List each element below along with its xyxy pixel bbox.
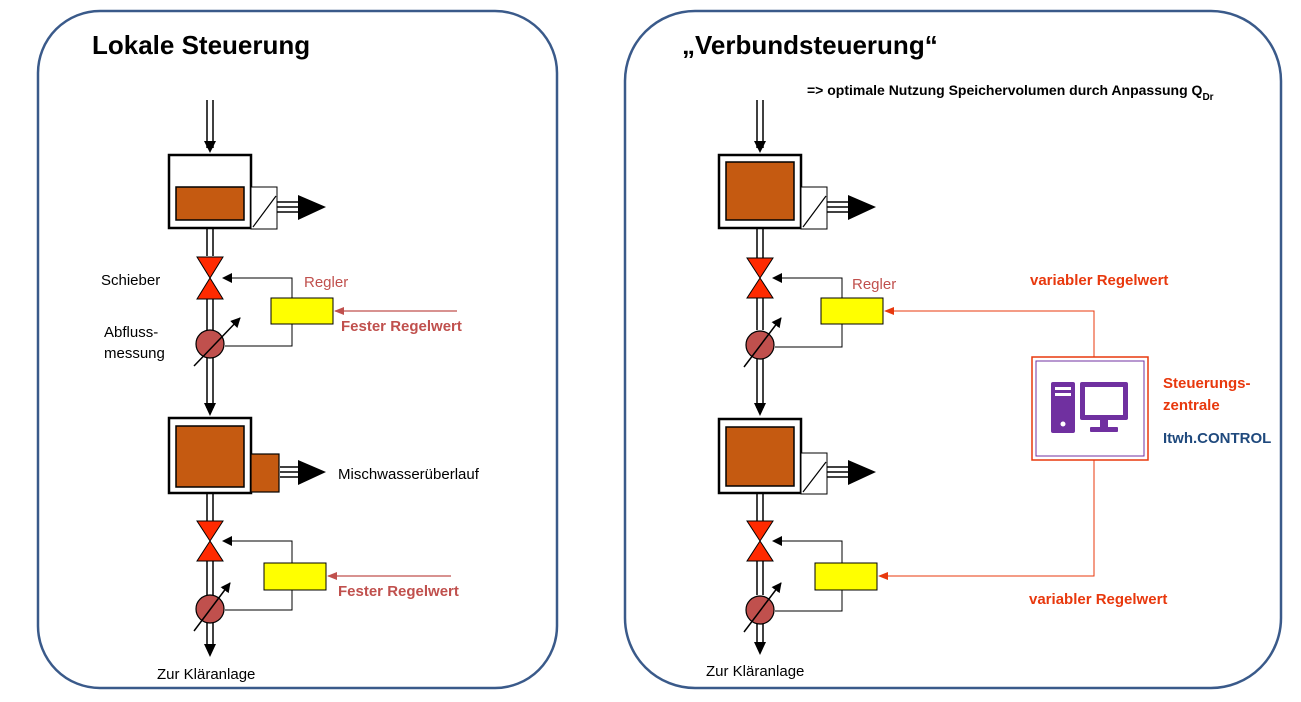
flow-meter-2-right (743, 582, 782, 633)
label-zentrale-line2: zentrale (1163, 397, 1220, 414)
signal-line-top (884, 307, 1095, 357)
label-zentrale-line1: Steuerungs- (1163, 375, 1251, 392)
signal-line-bottom (878, 460, 1095, 580)
gate-valve-1-right (746, 257, 774, 299)
label-schieber: Schieber (101, 272, 160, 289)
label-fester-regelwert-2: Fester Regelwert (338, 583, 459, 600)
subtitle-subscript: Dr (1202, 92, 1213, 103)
computer-icon (1051, 382, 1128, 433)
label-regler-right: Regler (852, 276, 896, 293)
storage-tank-1-right (717, 153, 876, 230)
overflow-arrow-1-right (848, 195, 876, 220)
controller-1-right (820, 297, 884, 325)
right-panel-subtitle: => optimale Nutzung Speichervolumen durc… (807, 82, 1214, 103)
overflow-arrow-2-right (848, 460, 876, 485)
overflow-arrow-1 (298, 195, 326, 220)
gate-valve-2 (196, 520, 224, 562)
outflow-arrow-right (754, 642, 766, 655)
controller-1 (270, 297, 334, 325)
storage-tank-1 (167, 153, 326, 230)
inflow-arrow-head (204, 141, 216, 153)
right-panel-title: „Verbundsteuerung“ (682, 30, 938, 60)
storage-tank-2 (167, 416, 326, 495)
gate-valve-1 (196, 256, 224, 300)
inflow-arrow-head-right (754, 141, 766, 153)
flow-meter-1 (193, 317, 241, 367)
label-zur-klaeranlage-right: Zur Kläranlage (706, 663, 804, 680)
gate-valve-2-right (746, 520, 774, 562)
overflow-arrow-2 (298, 460, 326, 485)
label-abfluss-line2: messung (104, 345, 165, 362)
storage-tank-2-right (717, 417, 876, 495)
label-regler-left: Regler (304, 274, 348, 291)
outflow-arrow-left (204, 644, 216, 657)
flow-meter-1-right (743, 317, 782, 368)
label-variabler-top: variabler Regelwert (1030, 272, 1168, 289)
left-panel: Lokale Steuerung Schieber (36, 9, 559, 690)
subtitle-text: => optimale Nutzung Speichervolumen durc… (807, 82, 1203, 98)
left-panel-title: Lokale Steuerung (92, 30, 310, 60)
control-center (1031, 356, 1149, 461)
label-variabler-bottom: variabler Regelwert (1029, 591, 1167, 608)
left-panel-frame (36, 9, 559, 690)
label-mischwasser: Mischwasserüberlauf (338, 466, 480, 483)
label-abfluss-line1: Abfluss- (104, 324, 158, 341)
controller-2-right (814, 562, 878, 591)
right-panel-frame (623, 9, 1283, 690)
flow-meter-2 (193, 582, 231, 632)
label-fester-regelwert-1: Fester Regelwert (341, 318, 462, 335)
label-zur-klaeranlage-left: Zur Kläranlage (157, 666, 255, 683)
right-panel: „Verbundsteuerung“ => optimale Nutzung S… (623, 9, 1283, 690)
label-product: Itwh.CONTROL (1163, 430, 1271, 447)
controller-2 (263, 562, 327, 591)
